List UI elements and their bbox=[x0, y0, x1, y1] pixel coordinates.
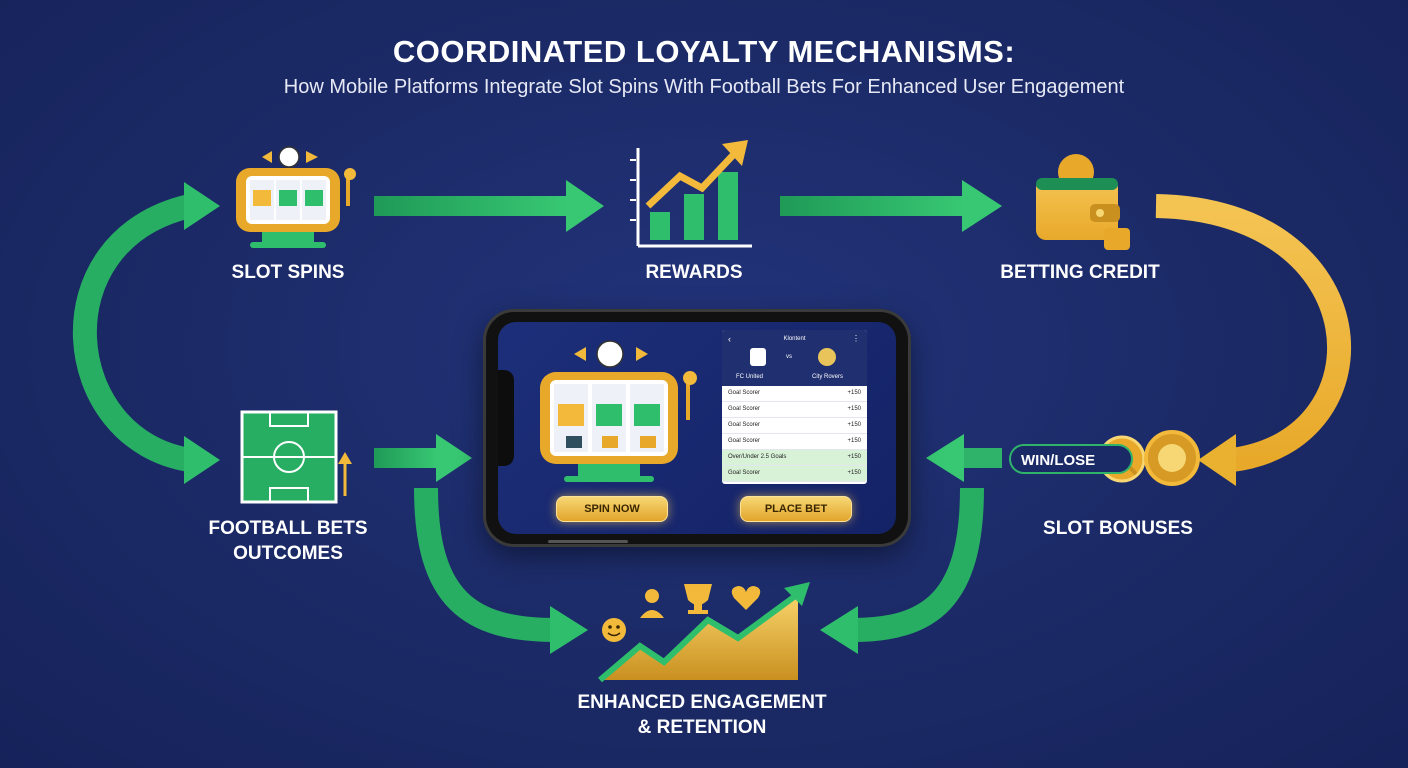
back-chevron-icon[interactable]: ‹ bbox=[728, 334, 731, 344]
node-label-betting-credit: BETTING CREDIT bbox=[1000, 262, 1160, 283]
node-label-engagement: ENHANCED ENGAGEMENT & RETENTION bbox=[542, 690, 862, 740]
bet-row-odds: +150 bbox=[847, 390, 861, 396]
arrow-left-to-engagement bbox=[414, 487, 557, 642]
node-label-engagement-line2: & RETENTION bbox=[637, 717, 767, 738]
football-pitch-icon bbox=[240, 410, 352, 504]
away-team-badge-icon bbox=[818, 348, 836, 366]
bet-row[interactable]: Goal Scorer +150 bbox=[722, 418, 867, 434]
away-team-name: City Rovers bbox=[812, 374, 844, 380]
bet-row-odds: +150 bbox=[847, 406, 861, 412]
bet-row-label: Over/Under 2.5 Goals bbox=[728, 454, 787, 460]
arrow-credit-to-bonuses bbox=[1155, 194, 1352, 472]
arrow-right-to-engagement bbox=[851, 487, 984, 642]
page-subtitle: How Mobile Platforms Integrate Slot Spin… bbox=[283, 76, 1125, 98]
bet-row-odds: +150 bbox=[847, 470, 861, 476]
bet-row[interactable]: Goal Scorer +150 bbox=[722, 386, 867, 402]
bet-row-odds: +150 bbox=[847, 454, 861, 460]
node-label-slot-spins: SLOT SPINS bbox=[231, 262, 345, 283]
bet-row-label: Goal Scorer bbox=[728, 390, 761, 396]
engagement-chart-icon bbox=[598, 582, 810, 683]
home-team-name: FC United bbox=[736, 374, 764, 380]
panel-title: Kl­ontent bbox=[783, 336, 806, 342]
arrow-bets-to-phone bbox=[374, 434, 472, 482]
arrow-rewards-to-credit bbox=[780, 180, 1002, 232]
slot-machine-icon bbox=[236, 146, 356, 248]
node-label-slot-bonuses: SLOT BONUSES bbox=[1043, 518, 1193, 539]
bet-row-selected[interactable]: Goal Scorer +150 bbox=[722, 466, 867, 482]
bet-row-label: Goal Scorer bbox=[728, 422, 761, 428]
phone-speaker-grille bbox=[548, 540, 628, 543]
more-icon[interactable]: ⋮ bbox=[852, 334, 860, 343]
arrow-bonuses-to-phone bbox=[926, 434, 1002, 482]
bet-row-selected[interactable]: Over/Under 2.5 Goals +150 bbox=[722, 450, 867, 466]
node-label-rewards: REWARDS bbox=[645, 262, 743, 283]
wallet-icon bbox=[1036, 154, 1130, 250]
bet-slip-header: ‹ Kl­ontent ⋮ vs FC United City Rovers bbox=[722, 330, 867, 386]
arrow-bets-to-slots bbox=[72, 194, 193, 472]
bet-row-odds: +150 bbox=[847, 422, 861, 428]
node-label-engagement-line1: ENHANCED ENGAGEMENT bbox=[577, 692, 827, 713]
node-label-football-bets-line1: FOOTBALL BETS bbox=[208, 518, 368, 539]
bet-row-odds: +150 bbox=[847, 438, 861, 444]
rewards-chart-icon bbox=[630, 140, 752, 248]
vs-label: vs bbox=[786, 354, 792, 360]
page-title: COORDINATED LOYALTY MECHANISMS: bbox=[392, 34, 1016, 69]
node-label-football-bets-line2: OUTCOMES bbox=[233, 543, 343, 564]
bet-row-label: Goal Scorer bbox=[728, 470, 761, 476]
arrow-slots-to-rewards bbox=[374, 180, 604, 232]
place-bet-button[interactable]: PLACE BET bbox=[740, 496, 852, 522]
win-lose-badge: WIN/LOSE bbox=[1009, 444, 1133, 474]
bet-slip-panel: ‹ Kl­ontent ⋮ vs FC United City Rovers G… bbox=[722, 330, 867, 484]
bet-row-label: Goal Scorer bbox=[728, 438, 761, 444]
spin-now-button[interactable]: SPIN NOW bbox=[556, 496, 668, 522]
node-label-football-bets: FOOTBALL BETS OUTCOMES bbox=[178, 516, 398, 566]
bet-row-label: Goal Scorer bbox=[728, 406, 761, 412]
phone-notch bbox=[498, 370, 514, 466]
bet-row[interactable]: Goal Scorer +150 bbox=[722, 402, 867, 418]
home-team-badge-icon bbox=[750, 348, 766, 366]
bet-row[interactable]: Goal Scorer +150 bbox=[722, 434, 867, 450]
